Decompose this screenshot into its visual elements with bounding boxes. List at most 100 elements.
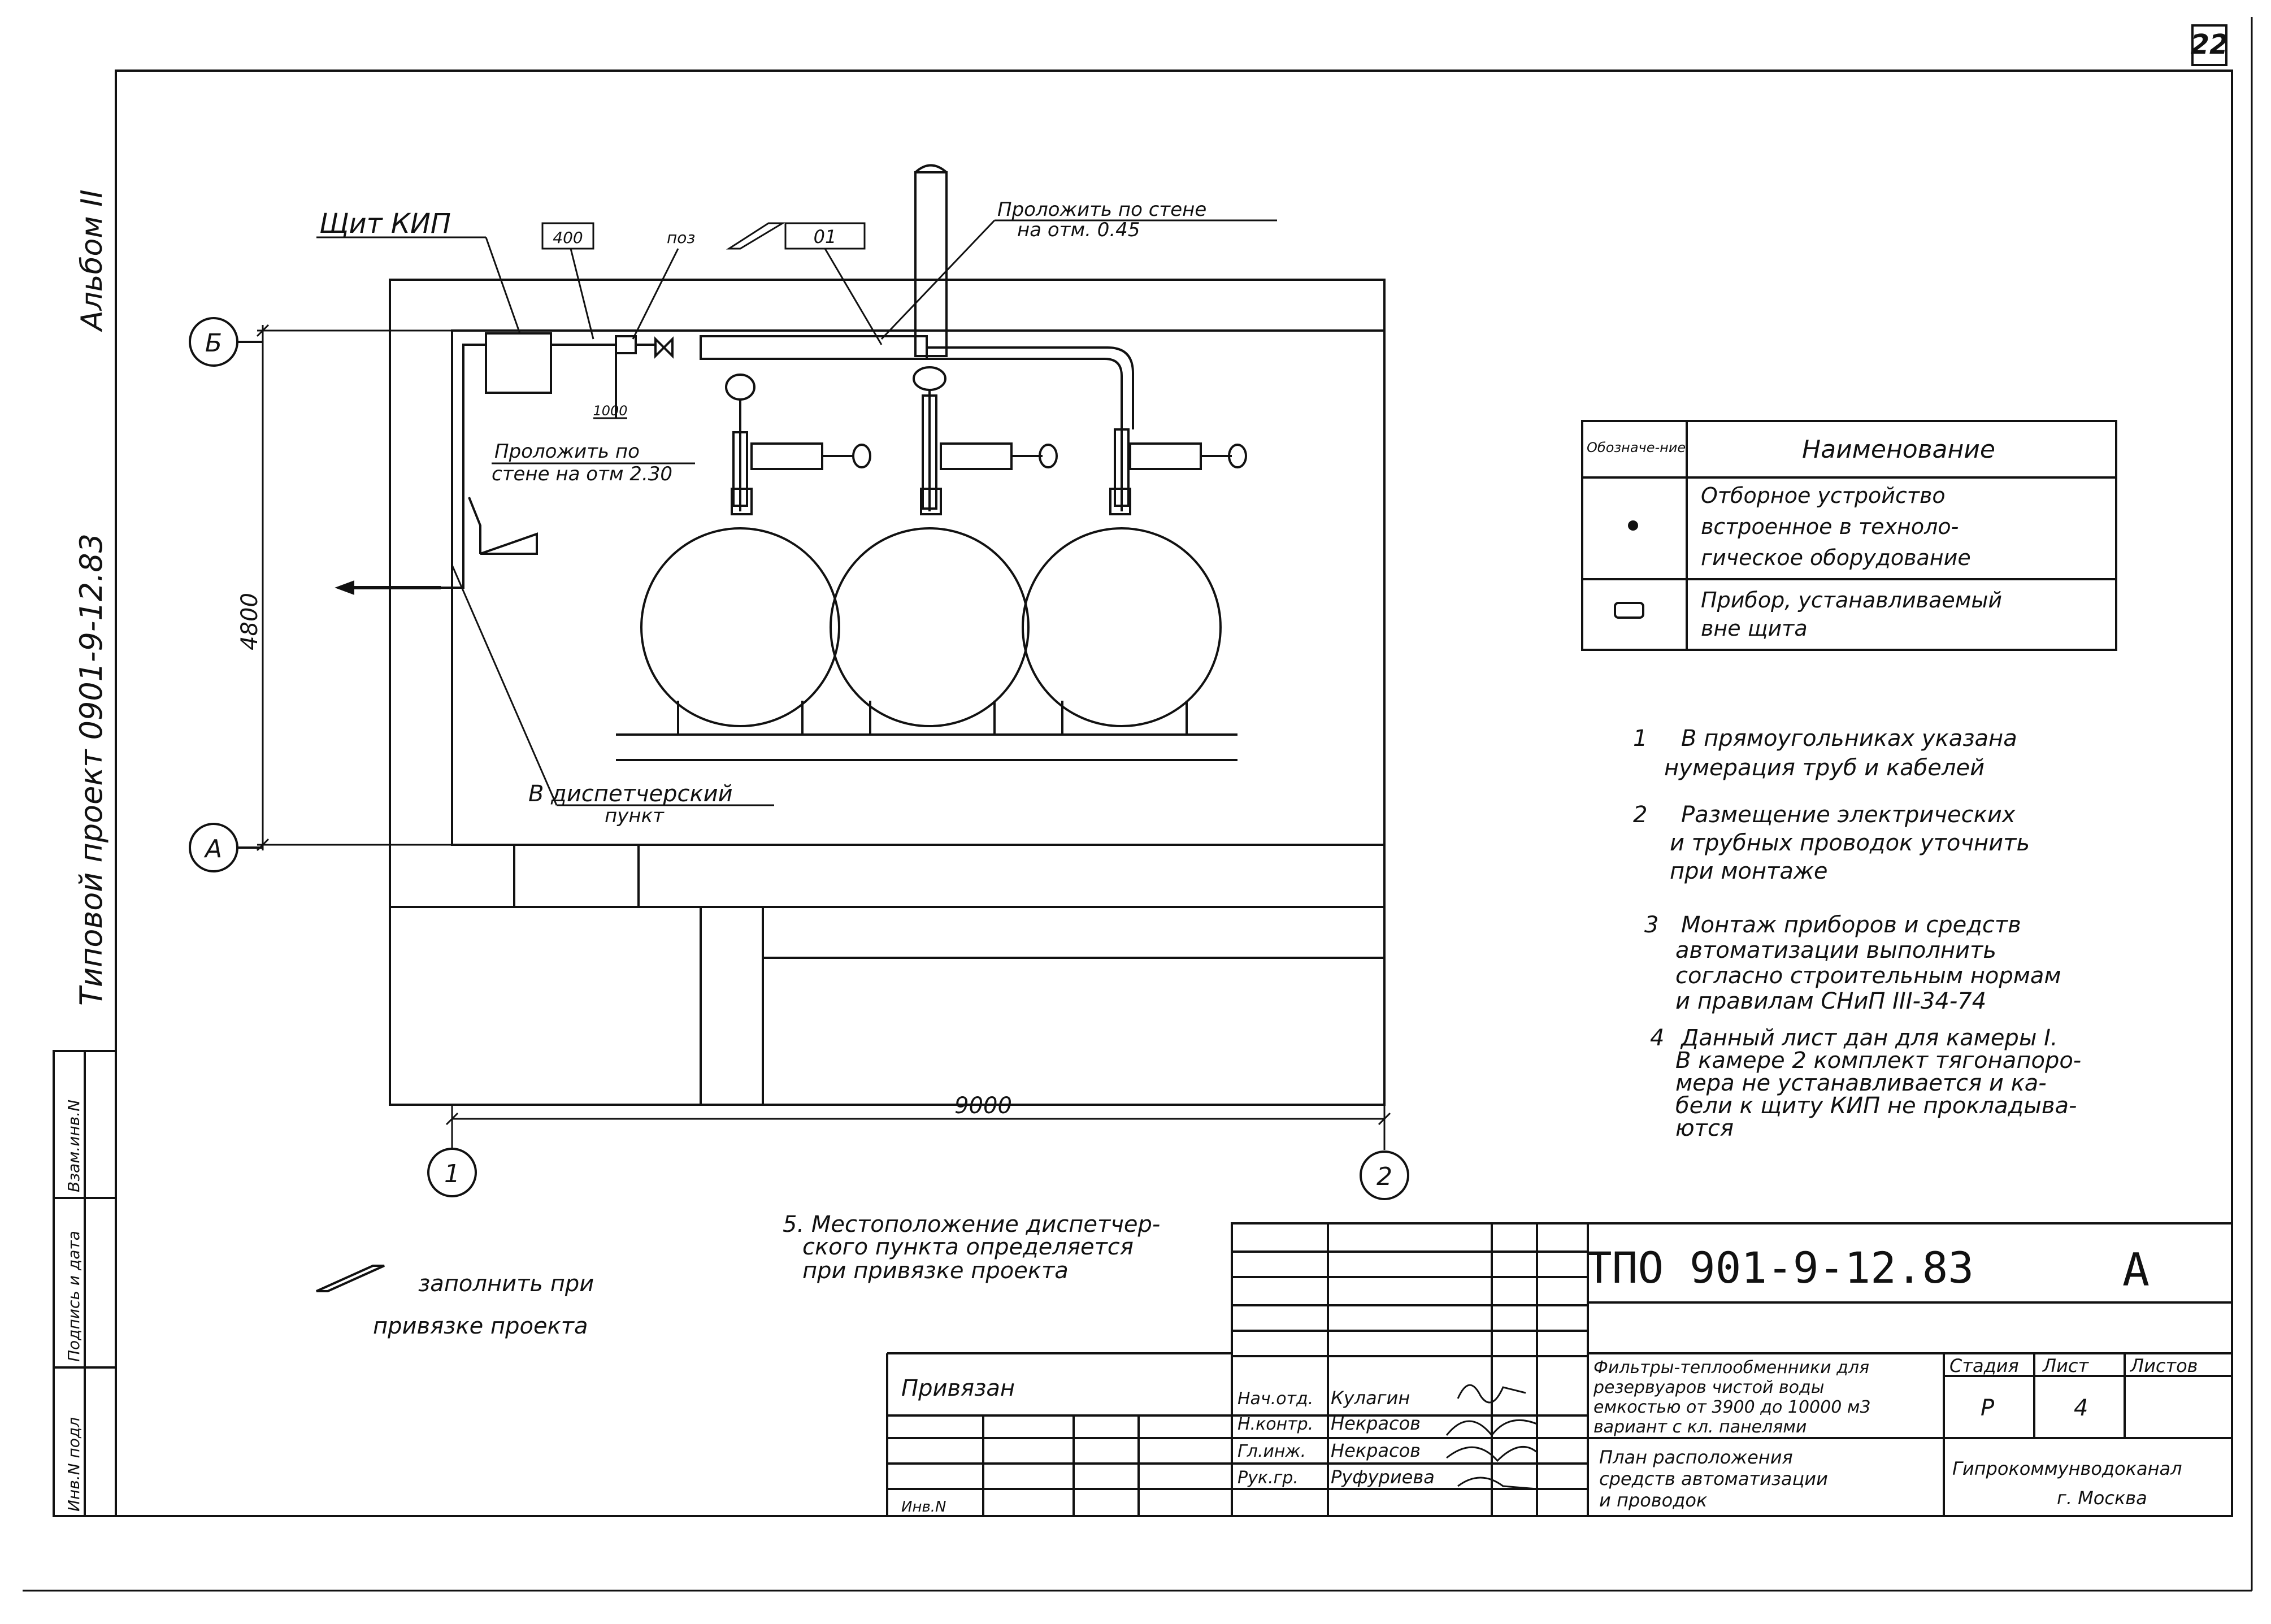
desc-line1: Фильтры-теплообменники для <box>1593 1358 1869 1378</box>
signature-1 <box>1457 1384 1526 1404</box>
signature-2 <box>1445 1419 1538 1437</box>
privyazan-label: Привязан <box>901 1375 1015 1401</box>
desc-line3: емкостью от 3900 до 10000 м3 <box>1593 1397 1871 1417</box>
note-2-line3: при монтаже <box>1670 858 1828 884</box>
sheet-value: 4 <box>2074 1395 2088 1421</box>
tag-poz: поз <box>667 228 695 247</box>
role-4: Рук.гр. <box>1237 1468 1299 1488</box>
sheet-number: 22 <box>2191 29 2229 60</box>
note-wall-left-2: стене на отм 2.30 <box>492 463 672 485</box>
sheet-header: Лист <box>2042 1355 2089 1377</box>
axis-2-label: 2 <box>1377 1162 1392 1191</box>
legend-header-symbol: Обозначе-ние <box>1587 440 1686 455</box>
note-wall-top-2: на отм. 0.45 <box>1017 219 1140 241</box>
note-5-line2: ского пункта определяется <box>802 1234 1134 1260</box>
note-5-line3: при привязке проекта <box>802 1258 1069 1284</box>
note-3-line4: и правилам СНиП III-34-74 <box>1675 988 1986 1014</box>
drawing-title-line1: План расположения <box>1599 1447 1793 1468</box>
stage-value: Р <box>1981 1395 1995 1421</box>
dim-1000: 1000 <box>593 403 627 419</box>
fill-in-symbol <box>316 1265 385 1292</box>
axis-markers <box>189 317 1409 1200</box>
note-3-line2: автоматизации выполнить <box>1675 937 1996 963</box>
vessel-3 <box>1022 428 1247 735</box>
desc-line4: вариант с кл. панелями <box>1593 1417 1807 1437</box>
title-block <box>886 1222 2233 1517</box>
legend-row1-line1: Отборное устройство <box>1701 483 1946 508</box>
role-2: Н.контр. <box>1237 1414 1313 1434</box>
desc-line2: резервуаров чистой воды <box>1593 1378 1824 1397</box>
inner-frame <box>115 70 2233 1517</box>
notes-list: 1 В прямоугольниках указана нумерация тр… <box>1633 726 2081 1141</box>
person-4: Руфуриева <box>1331 1466 1435 1488</box>
note-3-line1: Монтаж приборов и средств <box>1681 912 2021 938</box>
note-wall-top-1: Проложить по стене <box>997 198 1206 221</box>
axis-b-label: Б <box>205 329 222 358</box>
doc-format: А <box>2122 1244 2150 1296</box>
piping <box>335 164 1134 595</box>
tag-01: 01 <box>814 226 837 247</box>
inv-label: Инв.N <box>901 1499 946 1516</box>
sheets-header: Листов <box>2130 1355 2198 1377</box>
note-2-num: 2 <box>1633 802 1647 828</box>
signature-4 <box>1457 1477 1538 1490</box>
note-wall-left-1: Проложить по <box>494 440 640 463</box>
signature-3 <box>1446 1445 1538 1462</box>
panel-title: Щит КИП <box>319 208 451 240</box>
drawing-title-line2: средств автоматизации <box>1599 1468 1828 1490</box>
vessel-1 <box>640 374 871 735</box>
note-1-line2: нумерация труб и кабелей <box>1664 755 1985 781</box>
legend-row1-line3: гическое оборудование <box>1701 545 1971 570</box>
fill-note-line1: заполнить при <box>418 1271 594 1297</box>
dim-9000: 9000 <box>954 1093 1012 1119</box>
axis-a-label: А <box>203 835 222 863</box>
stage-header: Стадия <box>1949 1355 2019 1377</box>
note-4-line4: бели к щиту КИП не прокладыва- <box>1675 1093 2077 1119</box>
org-line1: Гипрокоммунводоканал <box>1952 1458 2182 1479</box>
side-cell-replace: Взам.инв.N <box>64 1100 83 1192</box>
tap-device-icon <box>1628 520 1638 531</box>
note-4-line5: ются <box>1675 1115 1734 1141</box>
legend-table <box>1581 420 2117 651</box>
person-3: Некрасов <box>1331 1440 1421 1461</box>
doc-code: ТПО 901-9-12.83 <box>1586 1243 1974 1293</box>
dispatch-label-1: В диспетчерский <box>528 781 733 807</box>
note-4-line1: Данный лист дан для камеры I. <box>1680 1025 2058 1051</box>
legend-header-name: Наименование <box>1802 435 1995 464</box>
note-4-line2: В камере 2 комплект тягонапоро- <box>1675 1048 2081 1074</box>
legend-row2-line1: Прибор, устанавливаемый <box>1701 588 2002 613</box>
dispatch-label-2: пункт <box>605 805 665 827</box>
leader-lines <box>316 219 1277 806</box>
dim-4800: 4800 <box>237 593 263 650</box>
note-3-line3: согласно строительным нормам <box>1675 963 2061 989</box>
signatures <box>1445 1384 1538 1490</box>
vessel-2 <box>830 366 1058 735</box>
tag-400: 400 <box>553 228 583 247</box>
drawing-title-line3: и проводок <box>1599 1490 1708 1511</box>
device-symbol-icon <box>1614 602 1644 619</box>
legend-row2-line2: вне щита <box>1701 616 1808 641</box>
role-1: Нач.отд. <box>1237 1389 1313 1409</box>
side-cell-sign: Подпись и дата <box>64 1231 83 1362</box>
base-rails <box>616 733 1237 761</box>
note-2-line2: и трубных проводок уточнить <box>1670 830 2030 856</box>
note-3-num: 3 <box>1644 912 1658 938</box>
building-plan <box>389 279 1386 1106</box>
legend-row1-line2: встроенное в техноло- <box>1701 514 1959 539</box>
role-3: Гл.инж. <box>1237 1441 1306 1461</box>
person-2: Некрасов <box>1331 1413 1421 1434</box>
org-line2: г. Москва <box>2057 1487 2147 1509</box>
side-album: Альбом II <box>75 189 109 332</box>
side-cell-inv: Инв.N подл <box>64 1417 83 1512</box>
note-1-num: 1 <box>1633 726 1647 752</box>
sheet-number-box <box>2191 24 2227 66</box>
dimension-lines <box>256 324 1391 1150</box>
device-outside-panel-symbol <box>480 532 538 555</box>
note-4-num: 4 <box>1650 1025 1664 1051</box>
note-2-line1: Размещение электрических <box>1681 802 2016 828</box>
note-5-line1: 5. Местоположение диспетчер- <box>783 1212 1160 1237</box>
side-stamp <box>53 1050 117 1517</box>
fill-note-line2: привязке проекта <box>373 1313 588 1339</box>
side-project: Типовой проект 0901-9-12.83 <box>73 533 109 1006</box>
